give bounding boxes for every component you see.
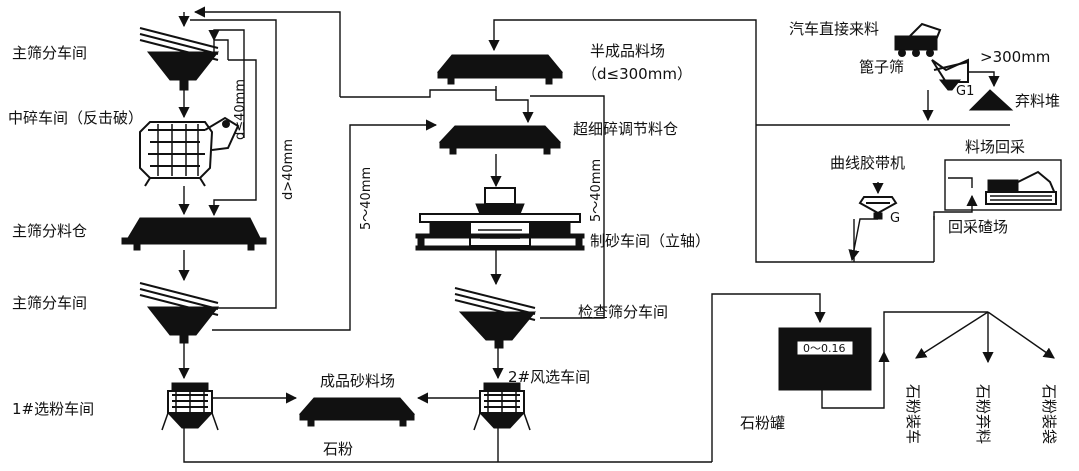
edge-label-5-40-b: 5～40mm: [589, 159, 604, 222]
sand-making-icon: [415, 187, 585, 251]
label-out-bag: 石粉装袋: [1040, 384, 1058, 444]
flow-lines: [178, 6, 1055, 463]
truck-icon: [894, 22, 942, 57]
finished-sand-stockpile-icon: [298, 397, 416, 427]
waste-pile-icon: [968, 89, 1014, 111]
label-reclaim: 料场回采: [965, 138, 1025, 156]
label-primary-screen-bottom: 主筛分车间: [12, 294, 87, 312]
label-waste-pile: 弃料堆: [1015, 92, 1060, 110]
label-stone-powder: 石粉: [323, 440, 353, 458]
semi-stockpile-icon: [436, 54, 564, 85]
primary-bin-icon: [121, 217, 267, 251]
label-out-truck: 石粉装车: [904, 384, 922, 444]
label-out-waste: 石粉弃料: [974, 384, 992, 444]
label-powder-range: 0～0.16: [803, 342, 846, 355]
ultra-fine-bin-icon: [438, 125, 562, 155]
label-sorter-2: 2#风选车间: [508, 368, 590, 386]
label-sorter-1: 1#选粉车间: [12, 400, 94, 418]
label-ultra-bin: 超细碎调节料仓: [573, 120, 678, 138]
label-finished-sand: 成品砂料场: [320, 372, 395, 390]
edge-label-d-le-40: d≤40mm: [233, 79, 248, 140]
primary-screen-top-icon: [139, 27, 220, 91]
label-g: G: [890, 211, 900, 226]
label-sand-making: 制砂车间（立轴）: [590, 232, 710, 250]
label-truck-in: 汽车直接来料: [789, 20, 879, 38]
grizzly-screen-icon: [931, 58, 969, 91]
label-semi-stock-cond: （d≤300mm）: [582, 65, 692, 83]
label-check-screen: 检查筛分车间: [578, 303, 668, 321]
label-grizzly: 篦子筛: [859, 58, 904, 76]
label-oversize: >300mm: [980, 48, 1050, 66]
sorter-1-icon: [161, 382, 219, 431]
label-mid-crush: 中碎车间（反击破）: [8, 109, 143, 127]
label-g1: G1: [956, 84, 974, 99]
impact-crusher-icon: [139, 116, 240, 187]
reclaim-box: [944, 159, 1062, 211]
excavator-icon: [985, 170, 1057, 205]
primary-screen-bottom-icon: [139, 282, 220, 344]
label-powder-tank: 石粉罐: [740, 414, 785, 432]
label-semi-stock: 半成品料场: [590, 42, 665, 60]
label-curve-belt: 曲线胶带机: [830, 154, 905, 172]
label-primary-screen-top: 主筛分车间: [12, 44, 87, 62]
sorter-2-icon: [473, 382, 531, 431]
edge-label-d-gt-40: d>40mm: [281, 139, 296, 200]
edge-label-5-40-a: 5～40mm: [359, 167, 374, 230]
powder-tank-icon: [778, 327, 872, 391]
label-primary-bin: 主筛分料仓: [12, 222, 87, 240]
label-reclaim-site: 回采碴场: [948, 218, 1008, 236]
powder-range-box: [796, 340, 854, 356]
curve-belt-icon: [858, 196, 898, 220]
check-screen-icon: [454, 287, 537, 349]
